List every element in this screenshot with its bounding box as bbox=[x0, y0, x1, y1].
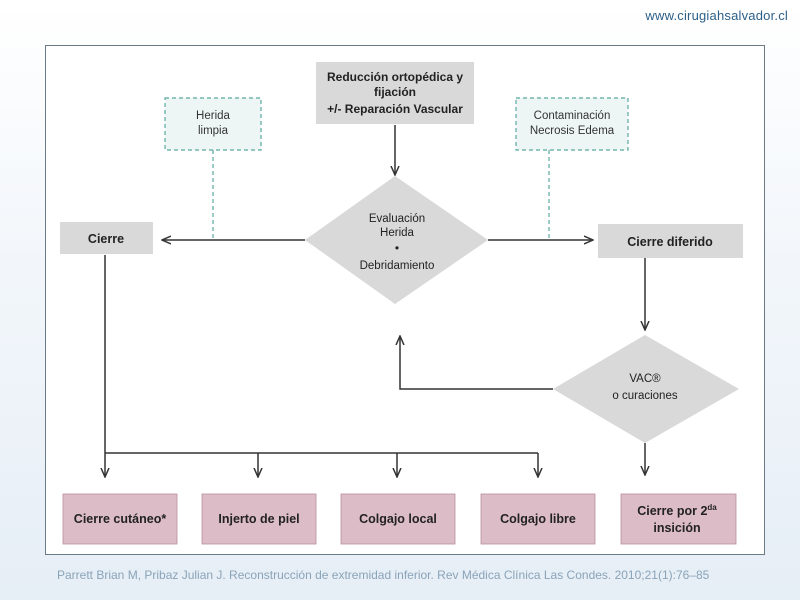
svg-text:Herida: Herida bbox=[380, 227, 414, 239]
citation: Parrett Brian M, Pribaz Julian J. Recons… bbox=[57, 568, 710, 582]
svg-text:Evaluación: Evaluación bbox=[369, 213, 425, 225]
svg-text:Colgajo local: Colgajo local bbox=[359, 512, 437, 526]
svg-text:Colgajo libre: Colgajo libre bbox=[500, 512, 576, 526]
svg-text:Necrosis Edema: Necrosis Edema bbox=[530, 125, 615, 137]
svg-text:insición: insición bbox=[653, 521, 700, 535]
svg-text:Cierre por 2da: Cierre por 2da bbox=[637, 503, 717, 518]
svg-text:limpia: limpia bbox=[198, 125, 229, 137]
site-url[interactable]: www.cirugiahsalvador.cl bbox=[645, 8, 788, 23]
outcome-cierre-2da: Cierre por 2da insición bbox=[620, 493, 737, 545]
outcome-injerto-piel: Injerto de piel bbox=[201, 493, 317, 545]
arrow-vac-to-evaluation bbox=[400, 337, 553, 390]
box-cierre: Cierre bbox=[60, 222, 153, 254]
connectors bbox=[105, 125, 645, 476]
note-herida-limpia: Herida limpia bbox=[164, 97, 262, 151]
outcome-colgajo-libre: Colgajo libre bbox=[480, 493, 596, 545]
decision-evaluacion: Evaluación Herida • Debridamiento bbox=[305, 176, 488, 304]
outcome-colgajo-local: Colgajo local bbox=[340, 493, 456, 545]
svg-text:+/- Reparación Vascular: +/- Reparación Vascular bbox=[327, 102, 463, 116]
svg-text:Injerto de piel: Injerto de piel bbox=[218, 512, 299, 526]
svg-text:Reducción ortopédica y: Reducción ortopédica y bbox=[327, 70, 463, 84]
svg-text:Cierre: Cierre bbox=[88, 232, 124, 246]
note-contaminacion: Contaminación Necrosis Edema bbox=[515, 97, 629, 151]
outcome-cierre-cutaneo: Cierre cutáneo* bbox=[62, 493, 178, 545]
svg-text:o curaciones: o curaciones bbox=[612, 390, 677, 402]
svg-text:VAC®: VAC® bbox=[629, 373, 661, 385]
svg-text:Herida: Herida bbox=[196, 110, 230, 122]
svg-text:Contaminación: Contaminación bbox=[534, 110, 611, 122]
decision-vac: VAC® o curaciones bbox=[553, 335, 739, 443]
svg-text:Cierre cutáneo*: Cierre cutáneo* bbox=[74, 512, 167, 526]
svg-text:Cierre diferido: Cierre diferido bbox=[627, 235, 713, 249]
svg-text:fijación: fijación bbox=[374, 85, 416, 99]
svg-text:Debridamiento: Debridamiento bbox=[360, 260, 435, 272]
svg-text:•: • bbox=[395, 241, 399, 255]
box-cierre-diferido: Cierre diferido bbox=[598, 224, 743, 258]
top-box: Reducción ortopédica y fijación +/- Repa… bbox=[316, 62, 474, 124]
